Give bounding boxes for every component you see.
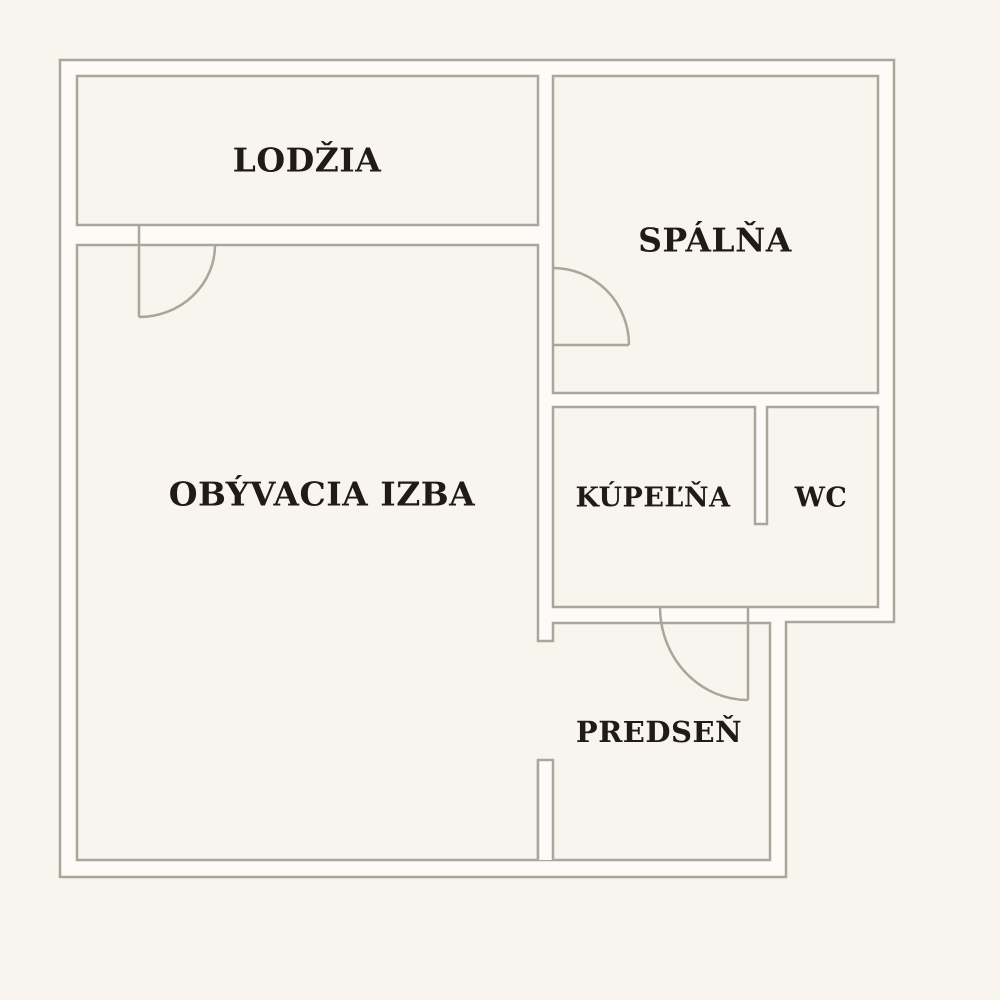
- room-label-wc: WC: [794, 483, 848, 514]
- exterior-outline: [58, 58, 896, 879]
- room-label-kupelna: KÚPEĽŇA: [575, 480, 731, 514]
- partition-stub-outline: [536, 758, 555, 860]
- partition-stub: [538, 760, 553, 860]
- room-kupelna-wc: [551, 405, 880, 609]
- door-spalna: [552, 266, 631, 347]
- room-label-predsien: PREDSEŇ: [576, 714, 742, 749]
- room-label-lodzia: LODŽIA: [233, 140, 382, 180]
- door-lodzia: [137, 225, 217, 319]
- room-label-spalna: SPÁLŇA: [638, 220, 792, 260]
- room-spalna: [551, 74, 880, 395]
- room-label-obyvacia-izba: OBÝVACIA IZBA: [169, 474, 476, 514]
- door-kupelna: [658, 606, 750, 702]
- room-lodzia: [75, 74, 540, 227]
